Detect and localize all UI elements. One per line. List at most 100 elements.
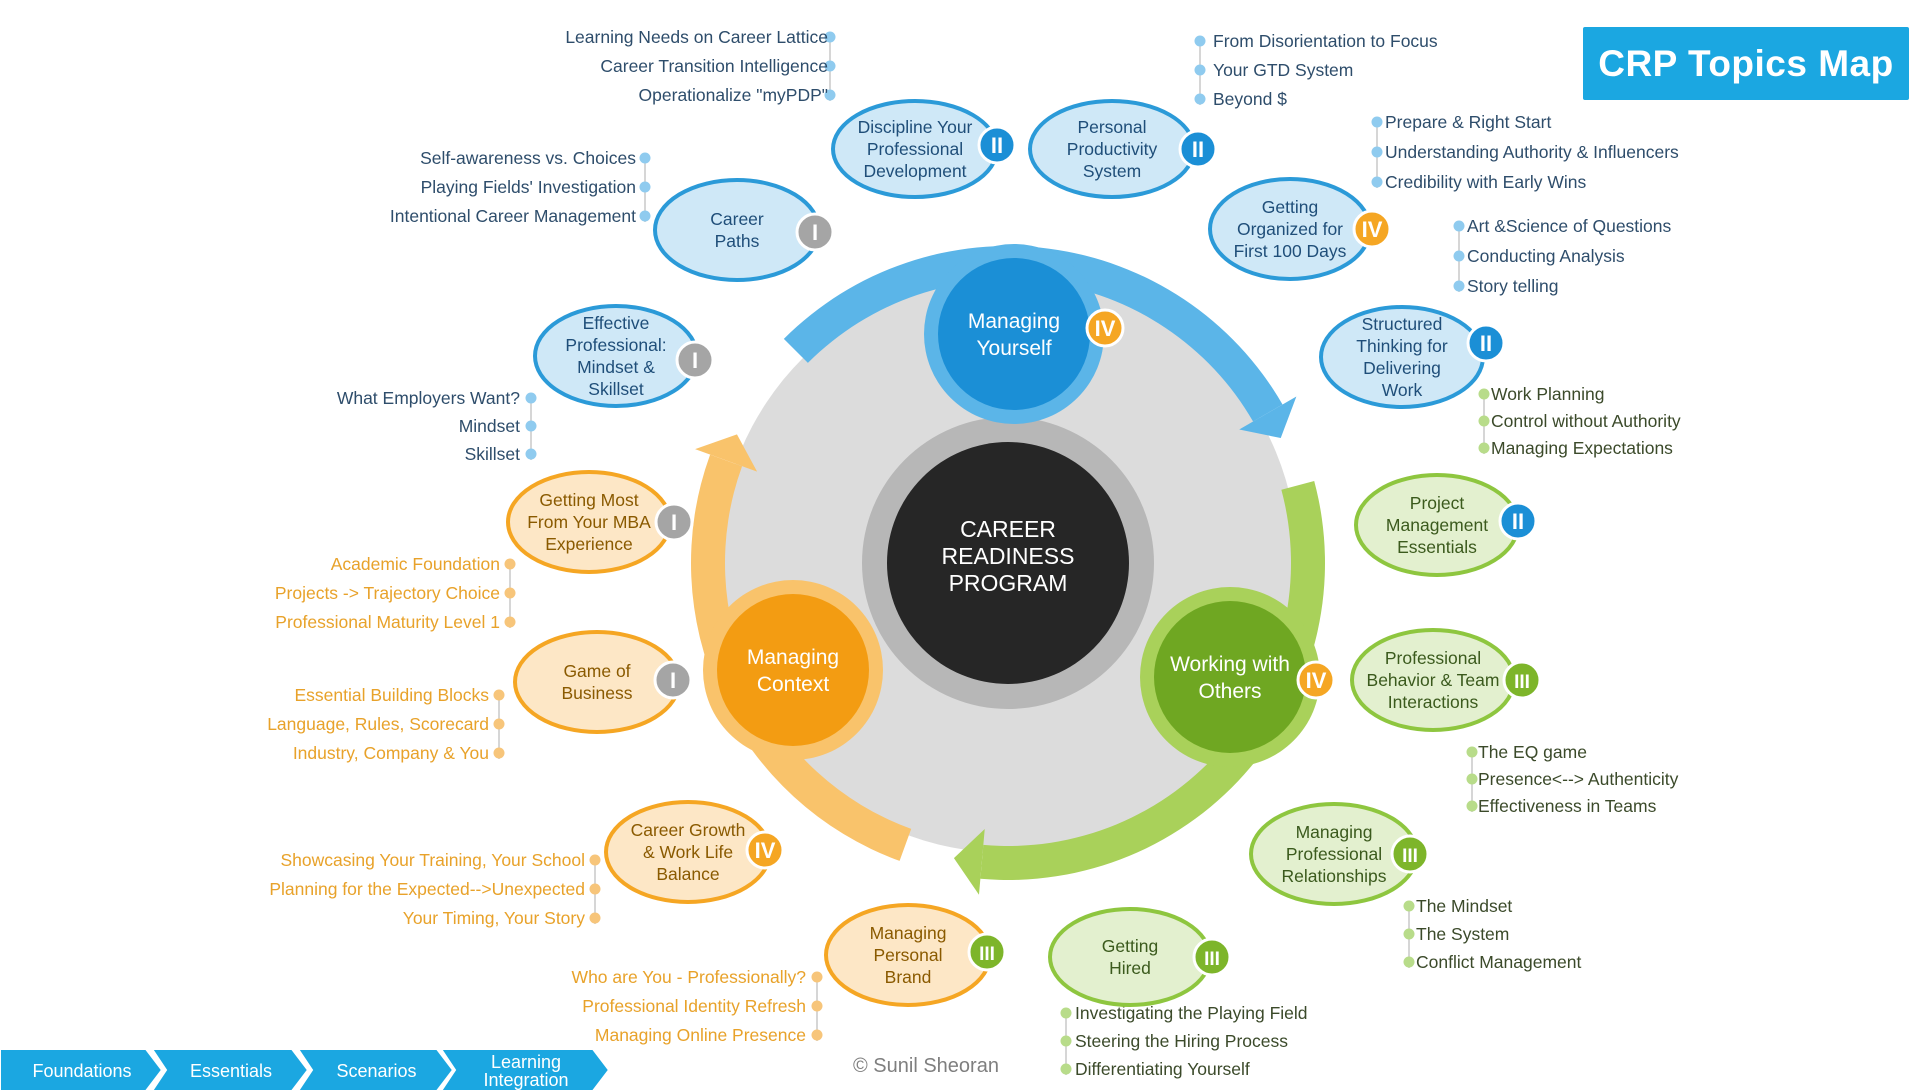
center-core — [887, 442, 1129, 684]
topic-label-line: Game of — [563, 661, 630, 681]
topic-label-line: Career — [710, 209, 764, 229]
item-bullet — [824, 89, 836, 101]
level-badge-text: III — [1402, 846, 1418, 867]
item-bullet — [504, 587, 516, 599]
topic-bubble — [1048, 907, 1212, 1007]
topic-label-line: Work — [1382, 380, 1423, 400]
topic-item: Self-awareness vs. Choices — [420, 148, 636, 168]
level-badge-text: IV — [755, 838, 776, 863]
topic-label-line: Skillset — [588, 379, 644, 399]
item-bullet — [1060, 1007, 1072, 1019]
topic-items: Investigating the Playing FieldSteering … — [1060, 1003, 1308, 1079]
topic-item: Professional Maturity Level 1 — [275, 612, 500, 632]
item-bullet — [1466, 746, 1478, 758]
item-bullet — [1453, 280, 1465, 292]
topic-label-line: Organized for — [1237, 219, 1343, 239]
item-bullet — [1060, 1035, 1072, 1047]
level-badge — [1498, 501, 1538, 541]
topic-label-line: Productivity — [1067, 139, 1158, 159]
item-bullet — [525, 420, 537, 432]
topic-item: Learning Needs on Career Lattice — [565, 27, 828, 47]
topic-effective-professional: What Employers Want?MindsetSkillsetEffec… — [337, 304, 715, 464]
topic-item: Intentional Career Management — [390, 206, 636, 226]
item-bullet — [1371, 146, 1383, 158]
item-bullet — [824, 60, 836, 72]
level-badge — [977, 125, 1017, 165]
topic-label-line: First 100 Days — [1234, 241, 1347, 261]
item-bullet — [504, 558, 516, 570]
topic-item: Industry, Company & You — [293, 743, 489, 763]
level-badge — [1390, 834, 1430, 874]
level-chevron-label-line: Integration — [483, 1070, 569, 1090]
topic-item: Conducting Analysis — [1467, 246, 1625, 266]
hub-label-line: Managing — [747, 646, 839, 669]
hub-label-line: Managing — [968, 310, 1060, 333]
topic-label-line: Experience — [545, 534, 633, 554]
topic-item: Presence<--> Authenticity — [1478, 769, 1679, 789]
item-bullet — [1453, 250, 1465, 262]
topic-label-line: Interactions — [1388, 692, 1479, 712]
item-bullet — [639, 181, 651, 193]
hub-inner — [717, 594, 869, 746]
topic-item: Steering the Hiring Process — [1075, 1031, 1288, 1051]
topic-label-line: Getting — [1102, 936, 1158, 956]
topic-label-line: Project — [1410, 493, 1465, 513]
topic-item: Your GTD System — [1213, 60, 1353, 80]
topic-item: Essential Building Blocks — [294, 685, 489, 705]
topic-item: Credibility with Early Wins — [1385, 172, 1587, 192]
title-banner: CRP Topics Map — [1583, 27, 1909, 100]
level-badge — [1502, 660, 1542, 700]
topic-item: Managing Online Presence — [595, 1025, 806, 1045]
topic-label-line: Professional — [867, 139, 963, 159]
item-bullet — [1403, 900, 1415, 912]
topic-label-line: Managing — [1296, 822, 1373, 842]
topic-label-line: Thinking for — [1356, 336, 1448, 356]
topic-label-line: Hired — [1109, 958, 1151, 978]
topic-label-line: Relationships — [1281, 866, 1386, 886]
level-badge-text: IV — [1095, 316, 1116, 341]
hub-label-line: Yourself — [976, 337, 1051, 360]
level-chevron-label-line: Learning — [490, 1052, 562, 1072]
level-chevron-label: Scenarios — [336, 1061, 417, 1081]
topic-item: Effectiveness in Teams — [1478, 796, 1657, 816]
topic-career-growth: Showcasing Your Training, Your SchoolPla… — [269, 800, 785, 928]
topic-item: The Mindset — [1416, 896, 1512, 916]
topic-item: Story telling — [1467, 276, 1558, 296]
level-badge-text: I — [671, 510, 677, 535]
topic-label-line: Mindset & — [577, 357, 655, 377]
level-badge-text: I — [692, 348, 698, 373]
topic-item: Prepare & Right Start — [1385, 112, 1551, 132]
topic-item: Who are You - Professionally? — [572, 967, 807, 987]
level-chevron-label: Foundations — [32, 1061, 132, 1081]
item-bullet — [493, 689, 505, 701]
level-badge-text: IV — [1306, 668, 1327, 693]
item-bullet — [1371, 176, 1383, 188]
level-badge-text: I — [670, 668, 676, 693]
level-badge-text: III — [1514, 672, 1530, 693]
level-badge — [1352, 209, 1392, 249]
topic-label-line: Career Growth — [631, 820, 746, 840]
arrow-working-with-others — [953, 480, 1325, 895]
center-label-line: CAREER — [960, 516, 1056, 542]
item-bullet — [1371, 116, 1383, 128]
item-bullet — [1403, 956, 1415, 968]
level-badge — [745, 830, 785, 870]
level-chevron-label: Essentials — [189, 1061, 273, 1081]
topic-label-line: Development — [863, 161, 966, 181]
topic-item: Projects -> Trajectory Choice — [275, 583, 500, 603]
hub-inner — [938, 258, 1090, 410]
topic-label-line: Delivering — [1363, 358, 1441, 378]
topic-label-line: Structured — [1362, 314, 1443, 334]
item-bullet — [493, 747, 505, 759]
topic-item: From Disorientation to Focus — [1213, 31, 1438, 51]
